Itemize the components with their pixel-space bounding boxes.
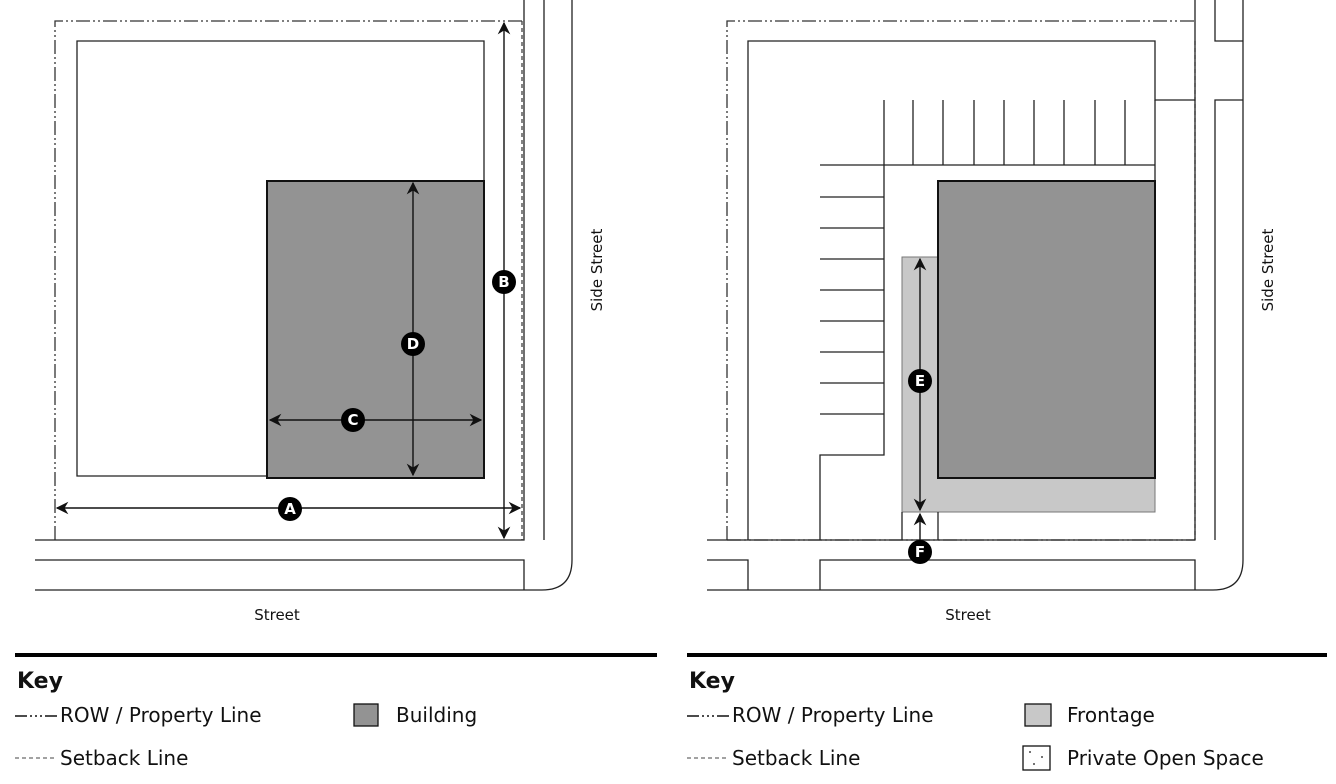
marker-d: D bbox=[401, 332, 425, 356]
side-street-label: Side Street bbox=[1259, 228, 1277, 311]
left-diagram: A B C D Street Side Street bbox=[35, 0, 606, 624]
street-label: Street bbox=[945, 606, 991, 624]
parking-stalls bbox=[819, 100, 1156, 540]
side-street-label: Side Street bbox=[588, 228, 606, 311]
key-item-property-line: ROW / Property Line bbox=[60, 703, 262, 727]
street-label: Street bbox=[254, 606, 300, 624]
svg-text:C: C bbox=[347, 411, 358, 429]
lot-outline bbox=[747, 40, 1195, 540]
left-key: Key ROW / Property Line Setback Line Bui… bbox=[15, 653, 657, 770]
marker-a: A bbox=[278, 497, 302, 521]
svg-text:A: A bbox=[284, 500, 296, 518]
svg-text:B: B bbox=[498, 273, 509, 291]
streets bbox=[35, 0, 573, 591]
marker-c: C bbox=[341, 408, 365, 432]
building-swatch bbox=[353, 703, 379, 727]
key-item-setback-line: Setback Line bbox=[60, 746, 188, 770]
marker-b: B bbox=[492, 270, 516, 294]
right-diagram: E F Street Side Street bbox=[707, 0, 1277, 624]
key-item-frontage: Frontage bbox=[1067, 703, 1155, 727]
lot-outline bbox=[76, 40, 485, 477]
svg-text:E: E bbox=[915, 372, 925, 390]
key-item-private-open-space: Private Open Space bbox=[1067, 746, 1264, 770]
building bbox=[937, 180, 1156, 479]
svg-text:F: F bbox=[915, 543, 925, 561]
key-title: Key bbox=[689, 669, 735, 694]
right-key: Key ROW / Property Line Setback Line Fro… bbox=[687, 653, 1327, 771]
marker-f: F bbox=[908, 540, 932, 564]
streets bbox=[707, 0, 1244, 591]
key-item-setback-line: Setback Line bbox=[732, 746, 860, 770]
private-open-space-swatch bbox=[1022, 745, 1051, 771]
key-title: Key bbox=[17, 669, 63, 694]
building bbox=[266, 180, 485, 479]
property-line bbox=[54, 20, 523, 540]
marker-e: E bbox=[908, 369, 932, 393]
private-open-space bbox=[901, 512, 939, 540]
key-item-property-line: ROW / Property Line bbox=[732, 703, 934, 727]
svg-text:D: D bbox=[407, 335, 419, 353]
frontage-swatch bbox=[1024, 703, 1052, 727]
key-item-building: Building bbox=[396, 703, 477, 727]
